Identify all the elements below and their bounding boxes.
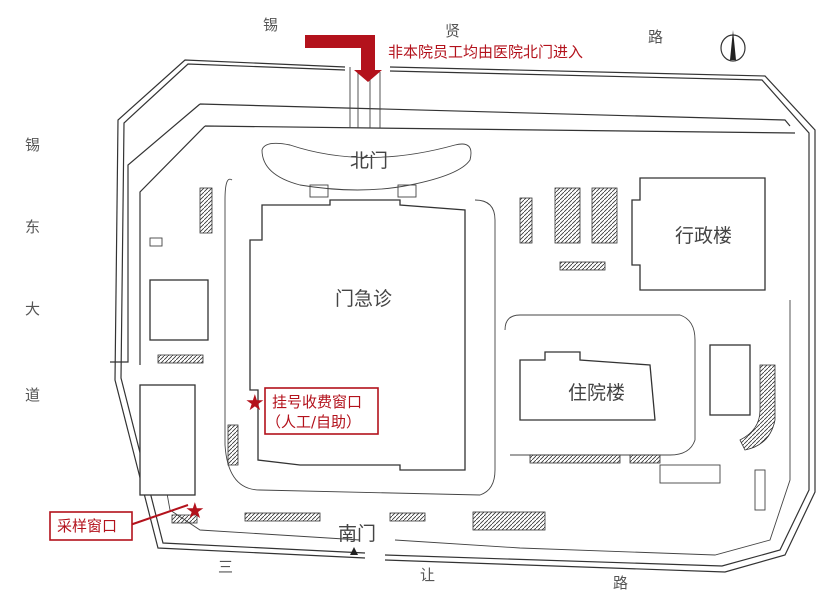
inpatient-building-label: 住院楼: [568, 382, 625, 404]
road-char: 东: [25, 218, 40, 236]
road-char: 锡: [263, 16, 278, 34]
road-char: 锡: [25, 136, 40, 154]
inpatient-building: [519, 351, 656, 421]
east-building: [709, 344, 751, 416]
north-gate-label: 北门: [350, 150, 388, 172]
road-char: 道: [25, 386, 40, 404]
road-char: 大: [25, 300, 40, 318]
road-char: 贤: [445, 22, 460, 40]
south-gate-label: 南门: [338, 523, 376, 545]
outpatient-ring-road: [224, 178, 496, 496]
curved-parking: [739, 364, 776, 451]
outpatient-building-label: 门急诊: [335, 288, 392, 310]
north-gate-entry-notice: 非本院员工均由医院北门进入: [388, 43, 583, 61]
admin-building: [631, 177, 766, 291]
road-label-west: 锡 东 大 道: [25, 136, 40, 404]
star-icon: ★: [185, 499, 205, 524]
star-icon: ★: [245, 391, 265, 416]
admin-building-label: 行政楼: [675, 225, 732, 247]
entry-arrow-icon: [305, 35, 382, 82]
road-label-south: 三 让 路: [218, 558, 628, 592]
west-long-building: [139, 384, 196, 496]
site-boundary: [110, 59, 816, 573]
sampling-window-label: 采样窗口: [57, 517, 117, 535]
structure: [149, 237, 163, 247]
road-char: 三: [218, 558, 233, 576]
road-label-north: 锡 贤 路: [263, 16, 663, 46]
north-plaza: [261, 142, 472, 191]
north-arrow-icon: [720, 30, 746, 62]
entrance-marker-icon: [350, 547, 358, 555]
road-char: 路: [613, 574, 628, 592]
sampling-window-marker: ★ 采样窗口: [49, 499, 205, 541]
road-char: 让: [420, 566, 435, 584]
registration-window-marker: ★ 挂号收费窗口 （人工/自助）: [245, 387, 379, 435]
registration-window-label: 挂号收费窗口: [272, 393, 362, 411]
north-entrance-steps: [309, 184, 417, 198]
registration-window-sub-label: （人工/自助）: [266, 413, 361, 431]
west-building: [149, 279, 209, 341]
road-char: 路: [648, 28, 663, 46]
parking-areas: [157, 187, 766, 531]
inpatient-ring-road: [504, 314, 696, 456]
